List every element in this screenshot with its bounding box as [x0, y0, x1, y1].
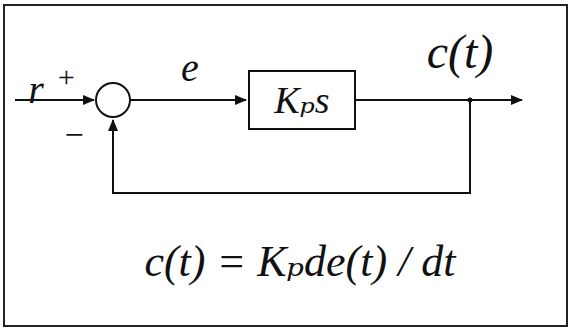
input-signal-line: [15, 99, 94, 101]
error-signal-name: e: [181, 48, 199, 88]
transfer-function-block: Kₚs: [248, 70, 356, 130]
equation: c(t) = Kₚde(t) / dt: [144, 240, 455, 284]
output-signal-name: c(t): [427, 28, 494, 76]
input-signal-name: r: [28, 70, 44, 110]
block-text: Kₚs: [274, 81, 329, 119]
error-signal-line: [130, 99, 246, 101]
frame: [4, 5, 567, 326]
summing-junction: [96, 83, 130, 117]
plus-sign: +: [56, 62, 76, 92]
minus-sign: −: [63, 118, 86, 152]
takeoff-point: [468, 98, 473, 103]
output-signal-line: [356, 99, 522, 101]
